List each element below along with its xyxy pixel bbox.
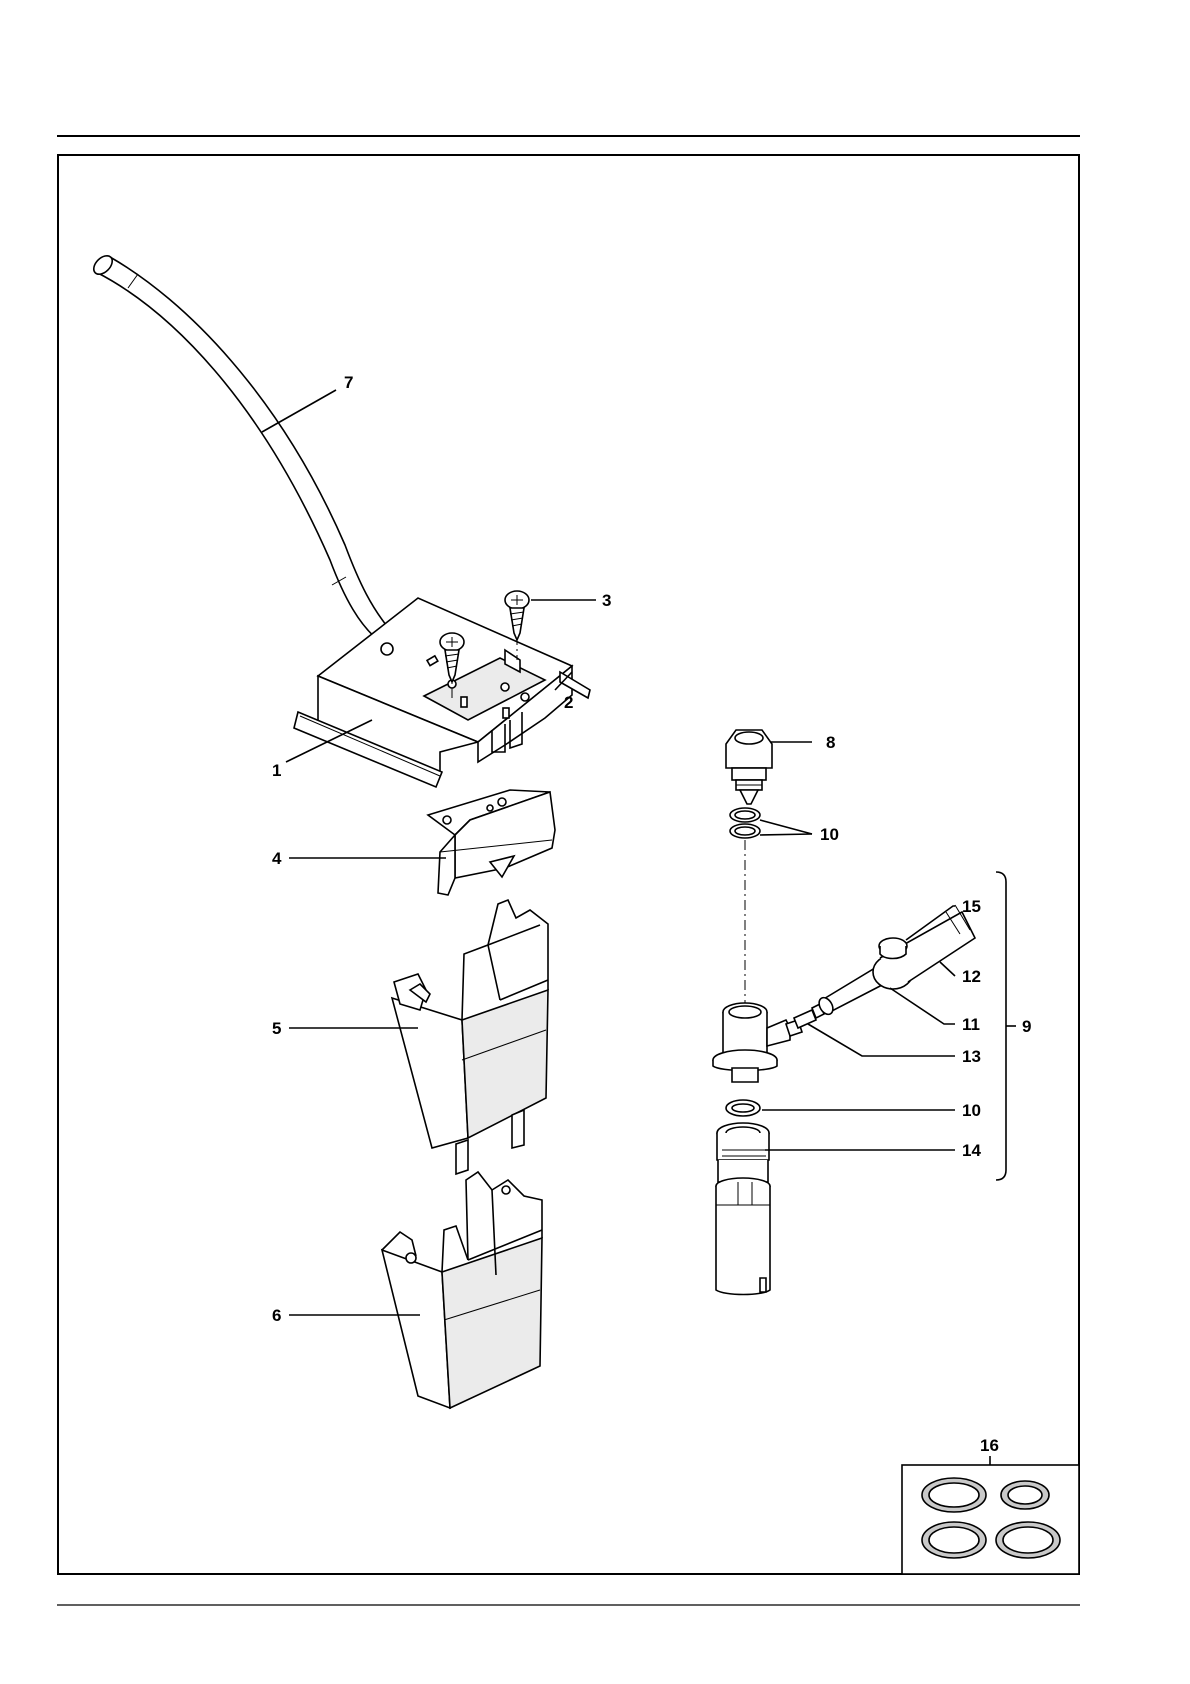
part-14-cartridge: [716, 1123, 770, 1295]
label-5: 5: [272, 1019, 281, 1038]
label-7: 7: [344, 373, 353, 392]
valve-body: [713, 1003, 802, 1082]
label-11: 11: [962, 1015, 980, 1034]
label-12: 12: [962, 967, 981, 986]
label-8: 8: [826, 733, 835, 752]
label-10-lower: 10: [962, 1101, 981, 1120]
label-2: 2: [564, 693, 573, 712]
item-labels: 1 2 3 4 5 6 7 8 9 10 10 11 12 13 14 15 1…: [272, 373, 1031, 1455]
part-11-12-spray-arm: [816, 905, 975, 1017]
part-1-housing: [294, 598, 590, 787]
part-10-oring-lower: [726, 1100, 760, 1116]
part-16-oring-kit: [902, 1456, 1079, 1574]
part-5-bin: [392, 900, 548, 1174]
label-16: 16: [980, 1436, 999, 1455]
part-7-hose: [90, 252, 390, 640]
part-8-fitting: [726, 730, 772, 804]
part-10-orings-upper: [730, 808, 760, 838]
label-3: 3: [602, 591, 611, 610]
label-1: 1: [272, 761, 281, 780]
diagram-frame: [58, 155, 1079, 1574]
label-13: 13: [962, 1047, 981, 1066]
label-15: 15: [962, 897, 981, 916]
label-4: 4: [272, 849, 282, 868]
part-6-bin: [382, 1172, 542, 1408]
label-9: 9: [1022, 1017, 1031, 1036]
leader-lines: [262, 390, 1016, 1315]
label-10-upper: 10: [820, 825, 839, 844]
label-6: 6: [272, 1306, 281, 1325]
part-4-clip: [428, 790, 555, 895]
label-14: 14: [962, 1141, 981, 1160]
